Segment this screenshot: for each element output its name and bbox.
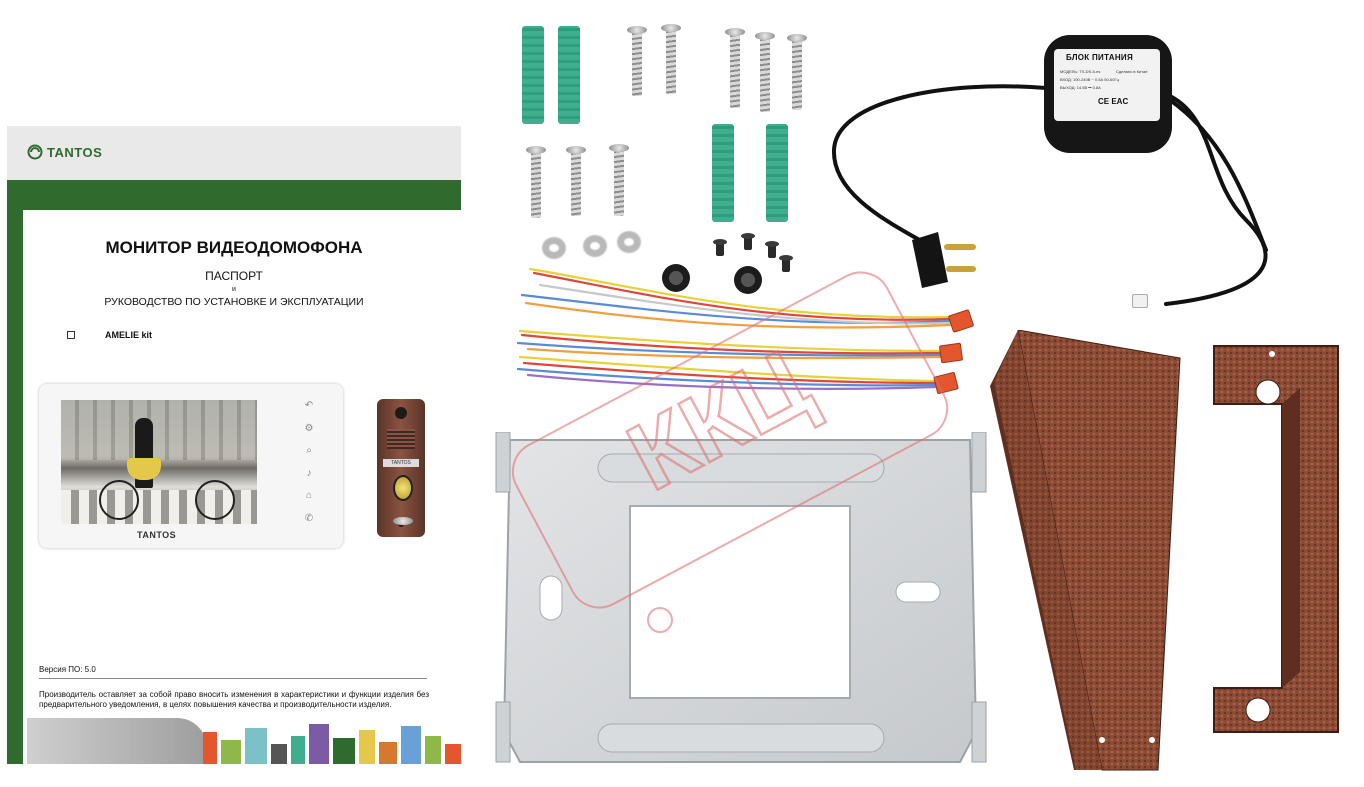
footer-houses [203, 724, 461, 764]
home-icon: ⌂ [305, 490, 313, 502]
manual-left-strip [7, 210, 23, 764]
psu-output: ВЫХОД: 14.5В ⎓ 0.8А [1060, 85, 1101, 90]
screen-building [61, 400, 257, 460]
countersunk-screw [725, 28, 745, 108]
panel-bell-button [393, 475, 413, 501]
countersunk-screw [755, 32, 775, 112]
psu-certification-marks: CE EAC [1098, 97, 1129, 106]
rubber-grommet [734, 266, 762, 294]
power-supply-unit: БЛОК ПИТАНИЯ МОДЕЛЬ: TS-DS-5-es Сделано … [1044, 35, 1172, 153]
wood-screw [661, 24, 681, 94]
manual-brand: TANTOS [27, 144, 102, 160]
manual-green-band [7, 180, 461, 210]
psu-title: БЛОК ПИТАНИЯ [1066, 53, 1134, 62]
manual-version: Версия ПО: 5.0 [39, 665, 96, 674]
machine-screw [566, 146, 586, 216]
psu-label: БЛОК ПИТАНИЯ МОДЕЛЬ: TS-DS-5-es Сделано … [1054, 49, 1160, 121]
call-panel-photo: TANTOS [377, 399, 425, 537]
wood-screw [627, 26, 647, 96]
rubber-grommet [662, 264, 690, 292]
machine-screw [609, 144, 629, 216]
tantos-logo-icon [27, 144, 43, 160]
washer [618, 232, 640, 252]
small-black-screw [741, 233, 755, 250]
manual-title: МОНИТОР ВИДЕОДОМОФОНА [105, 238, 363, 257]
rain-visor [990, 330, 1181, 771]
manual-top-band [7, 126, 461, 180]
manual-subtitle: ПАСПОРТ [205, 269, 263, 283]
wall-anchor [766, 124, 788, 222]
back-icon: ↶ [304, 400, 314, 411]
settings-icon: ⚙ [304, 422, 314, 434]
psu-model: МОДЕЛЬ: TS-DS-5-es [1060, 69, 1101, 74]
manual-model: AMELIE kit [105, 330, 153, 340]
manual-divider [39, 678, 427, 679]
bike-wheel-rear [195, 480, 235, 520]
small-black-screw [779, 255, 793, 272]
manual-model-row: AMELIE kit [67, 330, 152, 340]
washer [543, 238, 565, 258]
panel-mounting-bracket [1213, 345, 1339, 745]
intercom-icon: ⌕ [306, 445, 312, 457]
monitor-mounting-plate [495, 432, 987, 763]
footer-grey-shape [27, 718, 207, 764]
monitor-touch-buttons: ↶ ⚙ ⌕ ♪ ⌂ ✆ [301, 400, 317, 524]
washer [584, 236, 606, 256]
power-cable [831, 84, 1268, 306]
wall-anchor [712, 124, 734, 222]
connection-wires [516, 267, 952, 390]
countersunk-screw [787, 34, 807, 110]
panel-camera [395, 407, 407, 419]
product-manual: TANTOS МОНИТОР ВИДЕОДОМОФОНА ПАСПОРТ и Р… [7, 126, 461, 764]
manual-and: и [232, 286, 236, 293]
psu-input: ВХОД: 100-240В ~ 0.5А 50-60Гц [1060, 77, 1119, 82]
wall-anchor [522, 26, 544, 124]
bike-wheel-front [99, 480, 139, 520]
small-black-screw [713, 239, 727, 256]
wall-anchor [558, 26, 580, 124]
phone-icon: ✆ [304, 512, 314, 524]
watermark: ККЦ [511, 271, 949, 633]
psu-jst-connector [1132, 294, 1148, 308]
monitor-brand: TANTOS [137, 530, 177, 540]
machine-screw [526, 146, 546, 218]
mic-icon: ♪ [306, 467, 312, 479]
panel-speaker-grille [387, 429, 415, 449]
panel-plate: TANTOS [383, 459, 419, 467]
manual-subtitle-2: РУКОВОДСТВО ПО УСТАНОВКЕ И ЭКСПЛУАТАЦИИ [104, 296, 364, 308]
manual-footer-art [27, 718, 461, 764]
euro-plug [912, 232, 976, 288]
monitor-screen [61, 400, 257, 524]
manual-disclaimer: Производитель оставляет за собой право в… [39, 690, 429, 709]
model-checkbox-icon [67, 331, 75, 339]
panel-screw [393, 517, 413, 527]
manual-brand-label: TANTOS [47, 144, 103, 160]
small-black-screw [765, 241, 779, 258]
psu-origin: Сделано в Китае [1116, 69, 1148, 74]
screen-skirt [127, 458, 161, 480]
watermark-text: ККЦ [612, 329, 828, 511]
monitor-photo: ↶ ⚙ ⌕ ♪ ⌂ ✆ TANTOS [39, 384, 343, 548]
